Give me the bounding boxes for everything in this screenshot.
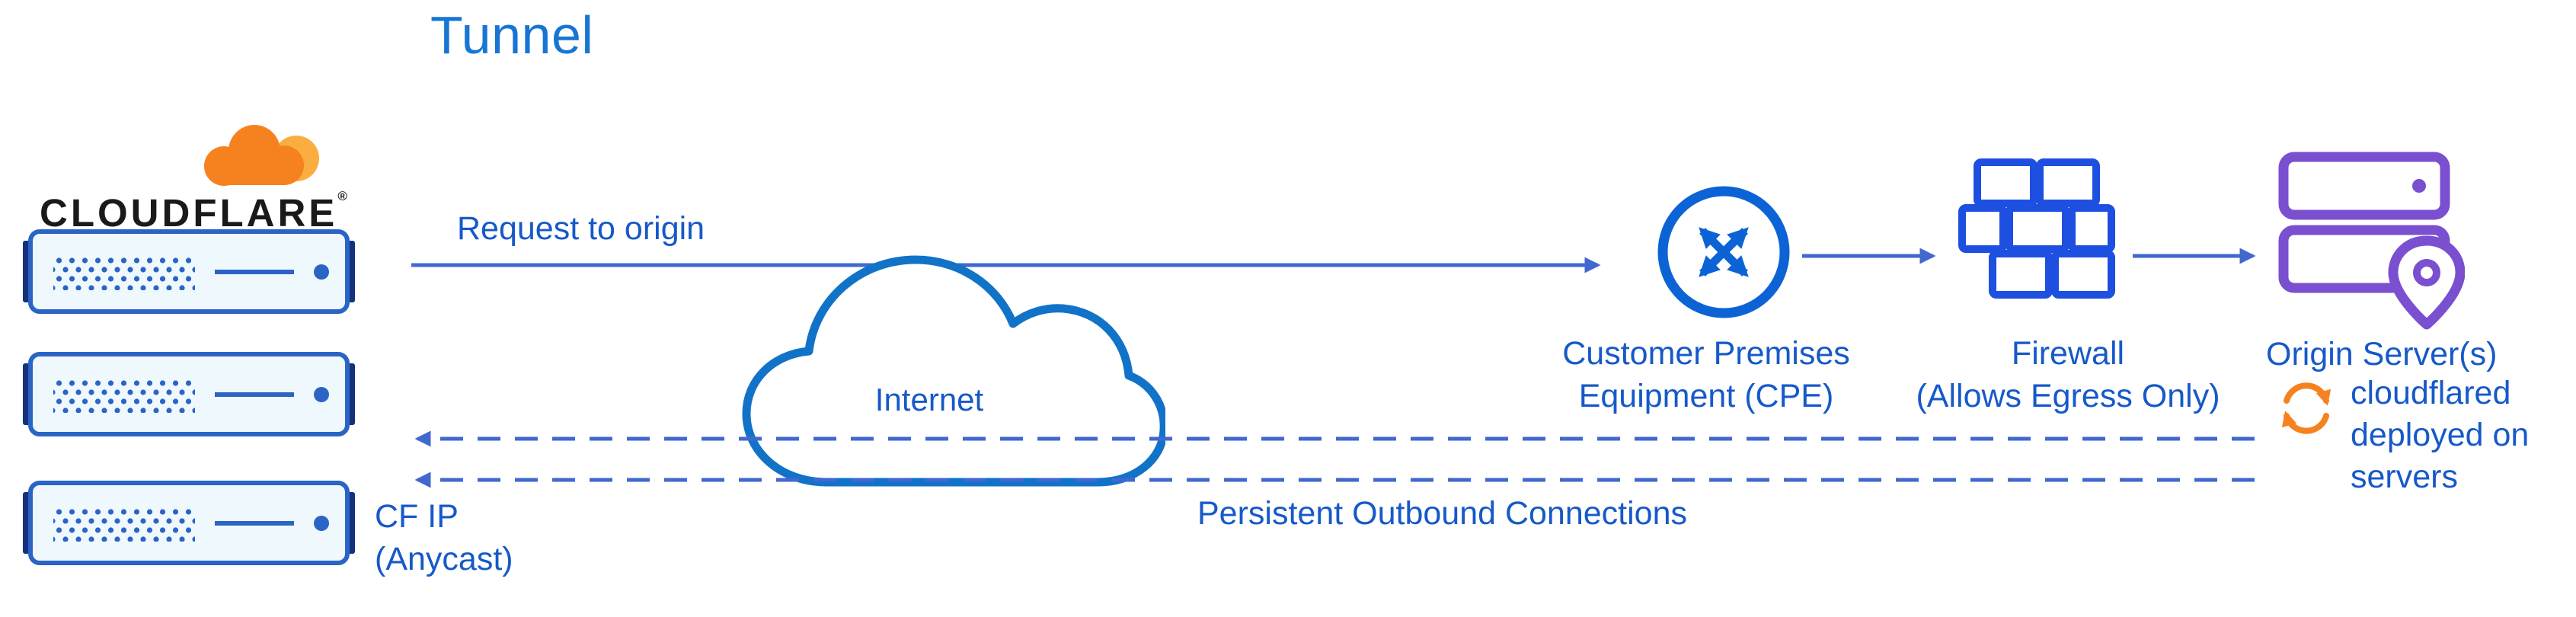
firewall-label: Firewall (Allows Egress Only) [1887, 332, 2248, 417]
origin-server-label: Origin Server(s) [2266, 336, 2498, 372]
persistent-outbound-label: Persistent Outbound Connections [1197, 495, 1688, 532]
cloudflared-label-line3: servers [2351, 459, 2458, 495]
cf-ip-line2: (Anycast) [375, 541, 513, 577]
internet-label: Internet [874, 382, 984, 417]
cpe-router-icon [1657, 186, 1790, 318]
cpe-label: Customer Premises Equipment (CPE) [1537, 332, 1875, 417]
cloudflared-label: cloudflared deployed on servers [2351, 372, 2529, 498]
cloudflare-logo-text: CLOUDFLARE® [40, 189, 347, 235]
internet-cloud-icon [742, 255, 1165, 487]
cloudflared-label-line2: deployed on [2351, 417, 2530, 453]
diagram-title: Tunnel [430, 5, 594, 65]
firewall-icon [1958, 158, 2115, 299]
cf-ip-line1: CF IP [375, 498, 459, 535]
cloudflared-label-line1: cloudflared [2351, 375, 2511, 411]
location-pin-icon [2388, 235, 2465, 330]
cloudflare-brand: CLOUDFLARE [40, 191, 338, 235]
request-to-origin-label: Request to origin [457, 210, 705, 247]
cf-edge-server-icon [23, 229, 355, 315]
cloudflared-refresh-icon [2281, 382, 2332, 434]
cf-edge-server-icon [23, 480, 355, 566]
cloudflare-logo-cloud-icon [204, 125, 319, 186]
registered-mark: ® [337, 189, 347, 203]
firewall-label-line1: Firewall [2011, 335, 2125, 372]
cpe-label-line2: Equipment (CPE) [1578, 378, 1834, 414]
cf-edge-server-icon [23, 351, 355, 437]
firewall-label-line2: (Allows Egress Only) [1916, 378, 2220, 414]
origin-server-icon [2278, 152, 2465, 330]
cf-ip-label: CF IP (Anycast) [375, 495, 513, 580]
cpe-label-line1: Customer Premises [1562, 335, 1850, 372]
